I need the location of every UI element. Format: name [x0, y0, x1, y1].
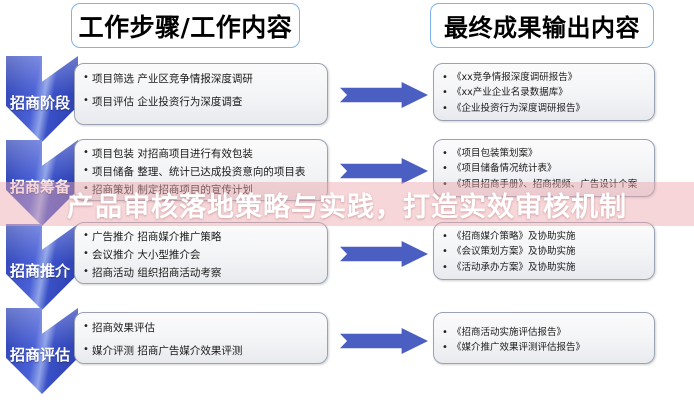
list-item: 项目筛选 产业区竞争情报深度调研: [83, 70, 321, 88]
list-item: 《项目储备情况统计表》: [442, 161, 648, 176]
list-item: 招商活动 组织招商活动考察: [83, 265, 321, 281]
list-item: 《招商活动实施评估报告》: [442, 325, 648, 340]
list-item: 项目包装 对招商项目进行有效包装: [83, 146, 321, 162]
steps-box-3: 广告推介 招商媒介推广策略 会议推介 大小型推介会 招商活动 组织招商活动考察: [74, 222, 328, 284]
flow-arrow-right-4: [340, 328, 428, 354]
list-item: 《媒介推广效果评测评估报告》: [442, 340, 648, 355]
header-right-outputs: 最终成果输出内容: [430, 3, 654, 48]
stage-label-2: 招商筹备: [10, 178, 71, 196]
stage-chevron-1[interactable]: 招商阶段: [6, 56, 78, 142]
list-item: 《项目招商手册》、招商视频、广告设计个案: [442, 176, 648, 191]
header-right-label: 最终成果输出内容: [444, 14, 640, 42]
flow-arrow-right-2: [340, 158, 428, 184]
outputs-box-2: 《项目包装策划案》 《项目储备情况统计表》 《项目招商手册》、招商视频、广告设计…: [433, 139, 655, 197]
steps-list-1: 项目筛选 产业区竞争情报深度调研 项目评估 企业投资行为深度调查: [83, 70, 321, 111]
list-item: 《招商媒介策略》及协助实施: [442, 229, 648, 244]
outputs-list-1: 《xx竞争情报深度调研报告》 《xx产业企业名录数据库》 《企业投资行为深度调研…: [442, 70, 648, 116]
list-item: 《企业投资行为深度调研报告》: [442, 100, 648, 115]
list-item: 项目储备 整理、统计已达成投资意向的项目表: [83, 164, 321, 180]
list-item: 《xx产业企业名录数据库》: [442, 85, 648, 100]
outputs-list-4: 《招商活动实施评估报告》 《媒介推广效果评测评估报告》: [442, 325, 648, 356]
steps-box-2: 项目包装 对招商项目进行有效包装 项目储备 整理、统计已达成投资意向的项目表 招…: [74, 139, 328, 201]
outputs-list-2: 《项目包装策划案》 《项目储备情况统计表》 《项目招商手册》、招商视频、广告设计…: [442, 146, 648, 192]
steps-box-1: 项目筛选 产业区竞争情报深度调研 项目评估 企业投资行为深度调查: [74, 63, 328, 125]
stage-label-3: 招商推介: [10, 262, 71, 280]
list-item: 项目评估 企业投资行为深度调查: [83, 93, 321, 111]
outputs-box-1: 《xx竞争情报深度调研报告》 《xx产业企业名录数据库》 《企业投资行为深度调研…: [433, 63, 655, 121]
stage-label-1: 招商阶段: [10, 94, 71, 112]
stage-chevron-column: 招商阶段 招商筹备 招商推介 招商评估: [0, 56, 78, 400]
steps-list-3: 广告推介 招商媒介推广策略 会议推介 大小型推介会 招商活动 组织招商活动考察: [83, 229, 321, 282]
outputs-list-3: 《招商媒介策略》及协助实施 《会议策划方案》及协助实施 《活动承办方案》及协助实…: [442, 229, 648, 275]
list-item: 《xx竞争情报深度调研报告》: [442, 70, 648, 85]
stage-chevron-4[interactable]: 招商评估: [6, 308, 78, 394]
header-left-label: 工作步骤/工作内容: [78, 12, 293, 42]
list-item: 招商策划 制定招商项目的宣传计划: [83, 182, 321, 198]
outputs-box-4: 《招商活动实施评估报告》 《媒介推广效果评测评估报告》: [433, 312, 655, 364]
list-item: 媒介评测 招商广告媒介效果评测: [83, 342, 321, 360]
list-item: 招商效果评估: [83, 319, 321, 337]
flow-arrow-right-1: [340, 82, 428, 108]
steps-box-4: 招商效果评估 媒介评测 招商广告媒介效果评测: [74, 312, 328, 364]
list-item: 会议推介 大小型推介会: [83, 247, 321, 263]
steps-list-4: 招商效果评估 媒介评测 招商广告媒介效果评测: [83, 319, 321, 360]
flow-arrow-right-3: [340, 241, 428, 267]
outputs-box-3: 《招商媒介策略》及协助实施 《会议策划方案》及协助实施 《活动承办方案》及协助实…: [433, 222, 655, 280]
stage-chevron-3[interactable]: 招商推介: [6, 224, 78, 310]
stage-chevron-2[interactable]: 招商筹备: [6, 140, 78, 226]
list-item: 《项目包装策划案》: [442, 146, 648, 161]
stage-label-4: 招商评估: [10, 346, 71, 364]
steps-list-2: 项目包装 对招商项目进行有效包装 项目储备 整理、统计已达成投资意向的项目表 招…: [83, 146, 321, 199]
header-left-steps: 工作步骤/工作内容: [71, 3, 300, 48]
list-item: 广告推介 招商媒介推广策略: [83, 229, 321, 245]
list-item: 《会议策划方案》及协助实施: [442, 244, 648, 259]
list-item: 《活动承办方案》及协助实施: [442, 259, 648, 274]
